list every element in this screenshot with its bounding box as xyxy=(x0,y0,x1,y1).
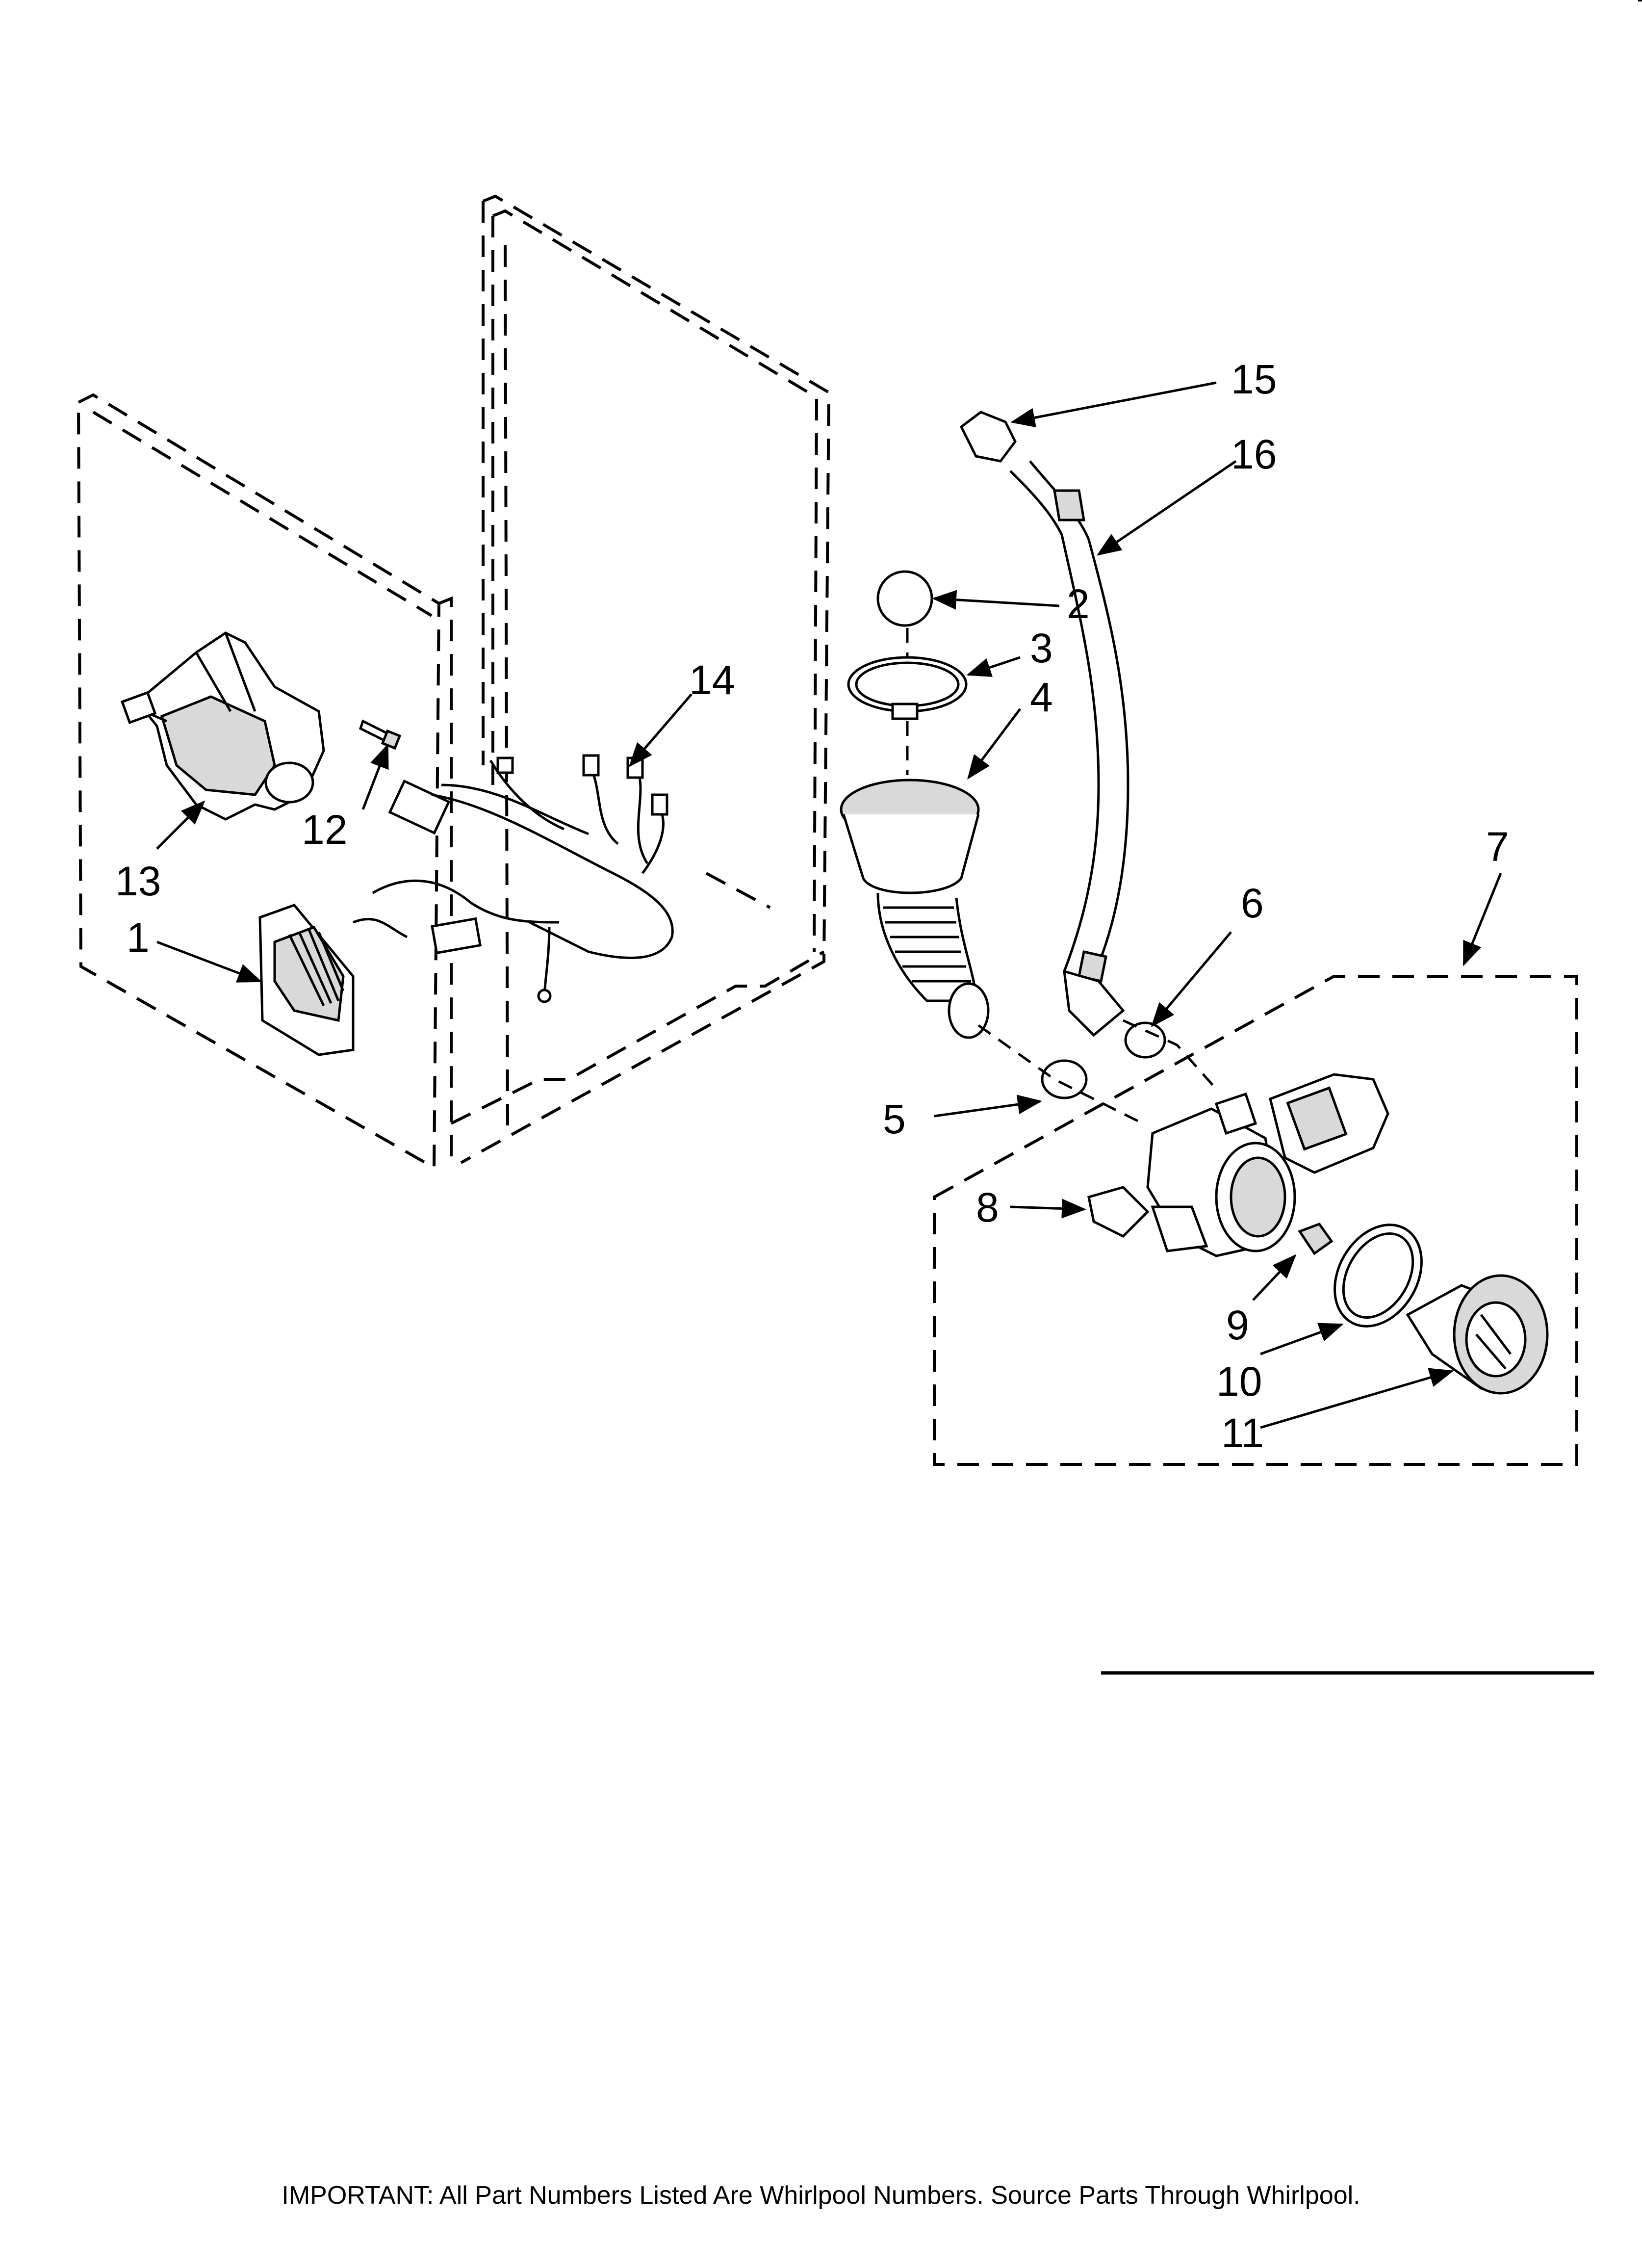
clamp-5-part xyxy=(1041,1059,1088,1099)
wire-harness-part xyxy=(353,754,674,1003)
callout-6: 6 xyxy=(1241,880,1264,926)
clamp-6-part xyxy=(1124,1021,1166,1059)
callout-10: 10 xyxy=(1216,1358,1262,1405)
callout-1: 1 xyxy=(127,914,150,961)
callout-5: 5 xyxy=(883,1096,906,1142)
sump-hose-part xyxy=(840,779,990,1039)
cabinet-outline xyxy=(77,194,1578,1466)
drain-hose-part xyxy=(1009,460,1129,1037)
hose-clip-part xyxy=(959,411,1017,463)
leader-13 xyxy=(156,800,205,850)
leader-lines xyxy=(156,381,1502,1429)
leader-8 xyxy=(1010,1199,1086,1219)
motor-part xyxy=(120,631,325,821)
leader-11 xyxy=(1260,1368,1454,1429)
leader-3 xyxy=(966,656,1021,677)
bolt-part xyxy=(359,719,402,750)
leader-10 xyxy=(1260,1323,1344,1356)
callout-16: 16 xyxy=(1231,431,1277,477)
callout-2: 2 xyxy=(1067,581,1090,627)
callout-9: 9 xyxy=(1226,1302,1249,1348)
clamp-part xyxy=(847,656,968,720)
leader-5 xyxy=(934,1095,1042,1118)
leader-14 xyxy=(628,693,693,767)
ball-part xyxy=(876,570,933,627)
leader-7 xyxy=(1462,873,1502,966)
leader-15 xyxy=(1010,381,1217,428)
leader-6 xyxy=(1151,931,1232,1027)
leader-9 xyxy=(1252,1254,1297,1301)
leader-16 xyxy=(1096,460,1237,556)
footer-notice: IMPORTANT: All Part Numbers Listed Are W… xyxy=(282,2181,1360,2210)
callout-13: 13 xyxy=(115,858,161,904)
callout-11: 11 xyxy=(1221,1410,1264,1456)
callout-4: 4 xyxy=(1030,674,1053,720)
callout-8: 8 xyxy=(976,1184,999,1230)
leader-12 xyxy=(361,743,389,810)
leader-4 xyxy=(967,708,1021,780)
callout-15: 15 xyxy=(1231,356,1277,402)
filter-part xyxy=(1406,1274,1549,1395)
callout-12: 12 xyxy=(302,807,347,853)
fitting-part xyxy=(1298,1222,1334,1255)
callout-labels: 15 16 2 3 4 14 12 13 1 7 6 5 8 9 10 11 xyxy=(115,356,1509,1456)
callout-14: 14 xyxy=(689,657,735,703)
o-ring-part xyxy=(1334,1224,1423,1328)
motor-control-part xyxy=(258,904,355,1056)
callout-7: 7 xyxy=(1486,824,1509,870)
callout-3: 3 xyxy=(1030,625,1053,671)
leader-2 xyxy=(932,590,1060,610)
pump-clip-part xyxy=(1087,1186,1208,1252)
leader-1 xyxy=(156,940,262,983)
